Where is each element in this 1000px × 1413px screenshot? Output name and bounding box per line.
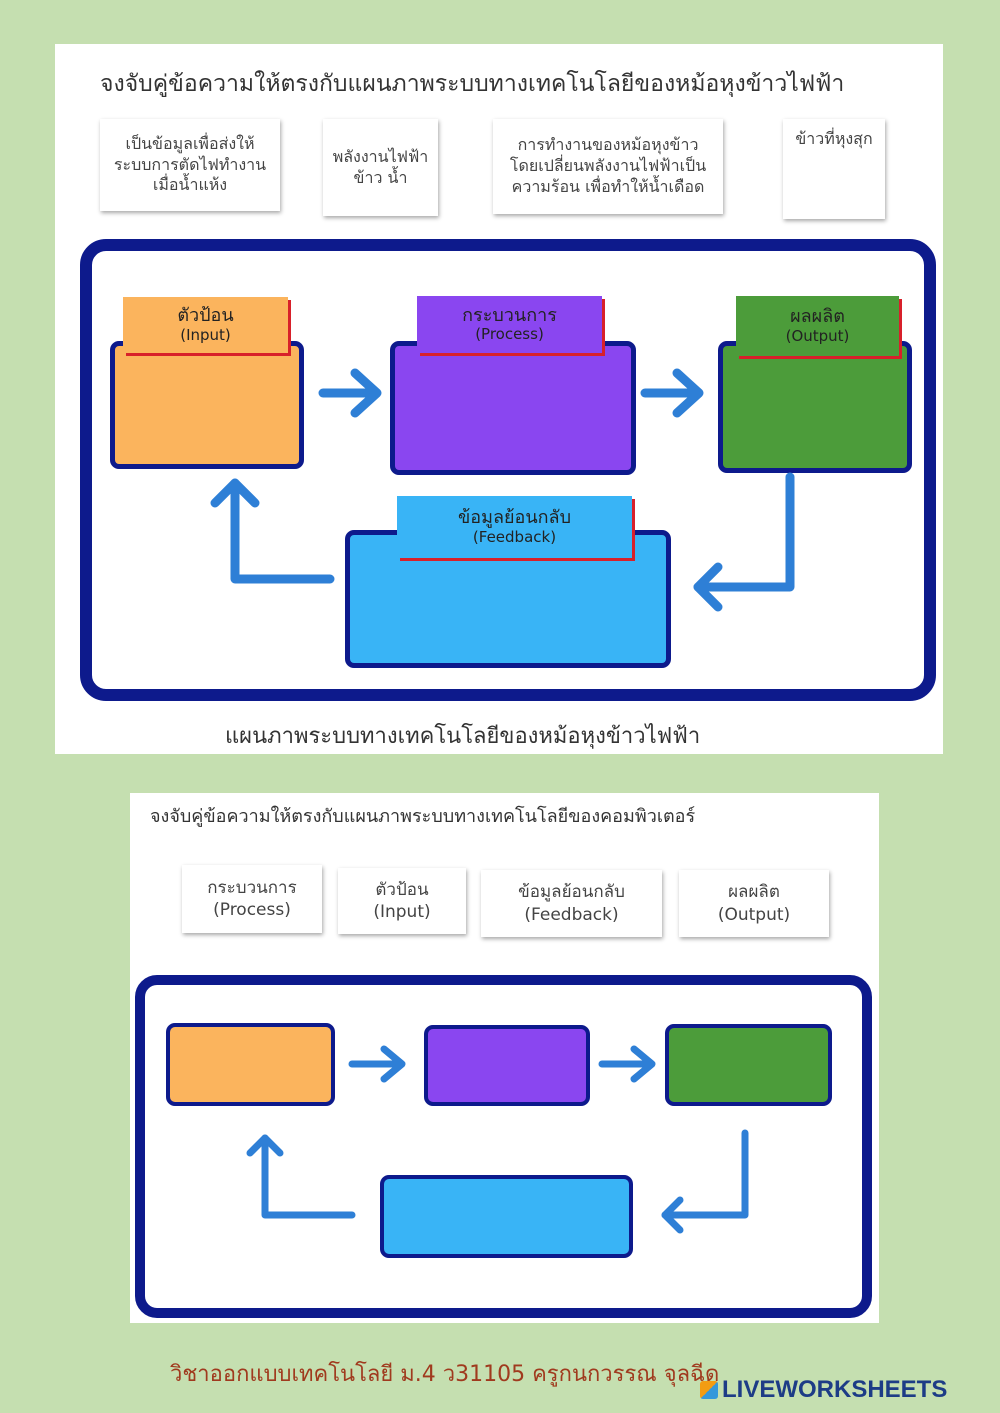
input-tab: ตัวป้อน (Input) [123, 297, 288, 353]
arrow-output-to-feedback-2-icon [661, 1129, 749, 1234]
arrow-process-to-output-2-icon [598, 1045, 656, 1083]
worksheet-panel-rice-cooker: จงจับคู่ข้อความให้ตรงกับแผนภาพระบบทางเทค… [55, 44, 943, 754]
arrow-output-to-feedback-icon [693, 472, 795, 612]
input-drop-box-2[interactable] [166, 1023, 335, 1106]
instruction-title: จงจับคู่ข้อความให้ตรงกับแผนภาพระบบทางเทค… [100, 71, 845, 97]
liveworksheets-badge-icon [700, 1381, 718, 1399]
diagram-caption: แผนภาพระบบทางเทคโนโลยีของหม้อหุงข้าวไฟฟ้… [225, 724, 701, 749]
arrow-input-to-process-2-icon [348, 1045, 406, 1083]
footer-credit: วิชาออกแบบเทคโนโลยี ม.4 ว31105 ครูกนกวรร… [170, 1362, 720, 1387]
input-tab-eng: (Input) [180, 325, 231, 344]
feedback-drop-box-2[interactable] [380, 1175, 633, 1258]
answer-card-feedback[interactable]: เป็นข้อมูลเพื่อส่งให้ ระบบการตัดไฟทำงาน … [100, 119, 280, 211]
arrow-feedback-to-input-2-icon [246, 1134, 356, 1219]
answer-card-input-2[interactable]: ตัวป้อน (Input) [338, 868, 466, 934]
process-drop-box-2[interactable] [424, 1025, 590, 1106]
flow-arrows [210, 368, 795, 612]
diagram-frame-2 [135, 975, 872, 1318]
instruction-title-2: จงจับคู่ข้อความให้ตรงกับแผนภาพระบบทางเทค… [150, 806, 696, 827]
arrow-feedback-to-input-icon [210, 478, 335, 584]
output-tab: ผลผลิต (Output) [736, 296, 899, 356]
answer-card-process-2[interactable]: กระบวนการ (Process) [182, 865, 322, 933]
output-tab-thai: ผลผลิต [790, 306, 845, 328]
feedback-tab-thai: ข้อมูลย้อนกลับ [457, 507, 572, 529]
answer-card-feedback-2[interactable]: ข้อมูลย้อนกลับ (Feedback) [481, 870, 662, 937]
answer-card-input[interactable]: พลังงานไฟฟ้า ข้าว น้ำ [323, 119, 438, 216]
answer-card-output-2[interactable]: ผลผลิต (Output) [679, 870, 829, 937]
answer-card-process[interactable]: การทำงานของหม้อหุงข้าว โดยเปลี่ยนพลังงาน… [493, 119, 723, 214]
arrow-process-to-output-icon [640, 368, 704, 418]
liveworksheets-logo: LIVEWORKSHEETS [700, 1376, 947, 1404]
input-tab-thai: ตัวป้อน [177, 305, 234, 327]
process-tab-thai: กระบวนการ [462, 304, 557, 326]
worksheet-panel-computer: จงจับคู่ข้อความให้ตรงกับแผนภาพระบบทางเทค… [130, 793, 879, 1323]
diagram-frame [80, 239, 936, 701]
output-drop-box[interactable] [718, 341, 912, 473]
answer-card-output[interactable]: ข้าวที่หุงสุก [783, 119, 885, 219]
process-tab-eng: (Process) [475, 325, 544, 344]
feedback-tab: ข้อมูลย้อนกลับ (Feedback) [397, 496, 632, 558]
flow-arrows-2 [246, 1045, 749, 1234]
output-drop-box-2[interactable] [665, 1024, 832, 1106]
feedback-tab-eng: (Feedback) [472, 527, 557, 546]
arrow-input-to-process-icon [318, 368, 382, 418]
process-tab: กระบวนการ (Process) [417, 296, 602, 353]
output-tab-eng: (Output) [785, 326, 850, 345]
liveworksheets-logo-text: LIVEWORKSHEETS [722, 1376, 948, 1403]
